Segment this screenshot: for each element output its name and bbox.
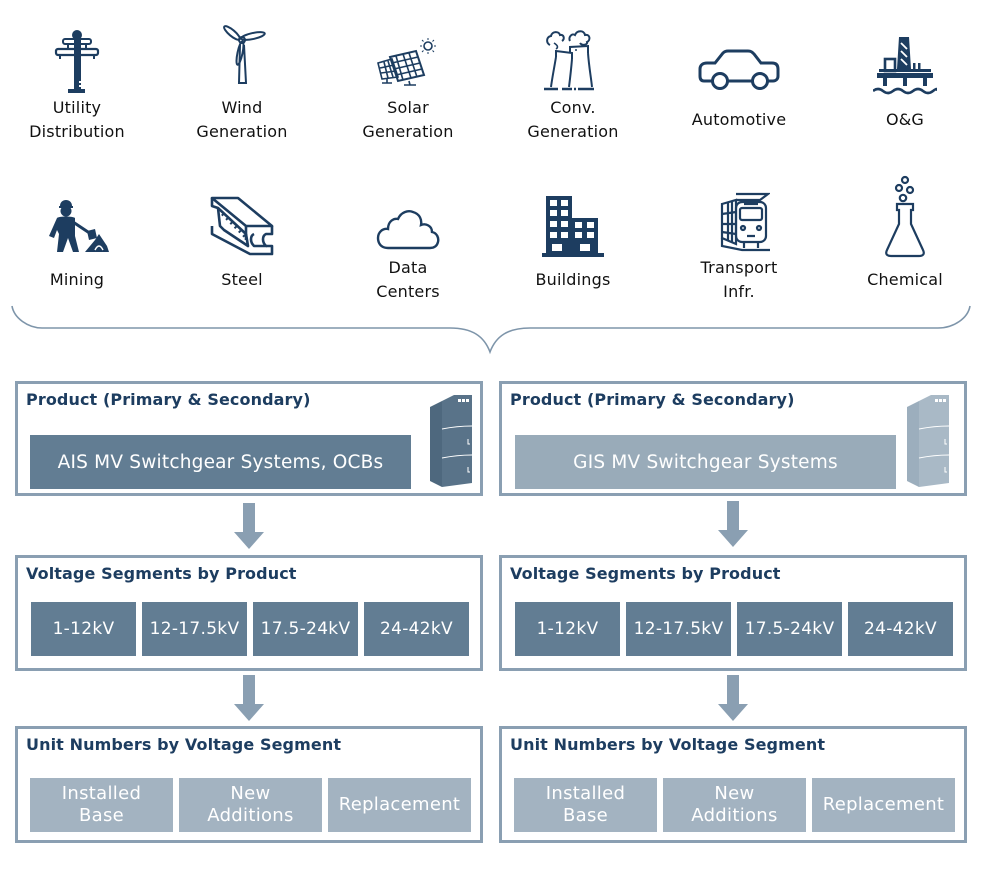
unit-category: Replacement	[812, 778, 955, 832]
industry-label: Utility Distribution	[29, 98, 125, 141]
industry-label: Transport Infr.	[700, 258, 778, 301]
industry-label: Steel	[221, 270, 263, 289]
voltage-segments: 1-12kV 12-17.5kV 17.5-24kV 24-42kV	[31, 602, 469, 656]
down-arrow-icon	[234, 503, 264, 549]
industry-label: Wind Generation	[196, 98, 288, 141]
down-arrow-icon	[234, 675, 264, 721]
industry-label: Buildings	[535, 270, 611, 289]
industry-label: Conv. Generation	[527, 98, 619, 141]
unit-category: Installed Base	[30, 778, 173, 832]
unit-category: New Additions	[179, 778, 322, 832]
utility-pole-icon	[7, 25, 147, 93]
voltage-panel-right: Voltage Segments by Product 1-12kV 12-17…	[499, 555, 967, 671]
industry-label: Data Centers	[376, 258, 440, 301]
voltage-segment: 24-42kV	[848, 602, 953, 656]
wind-turbine-icon	[172, 25, 312, 87]
panel-title: Product (Primary & Secondary)	[510, 390, 795, 409]
unit-category: Replacement	[328, 778, 471, 832]
voltage-segment: 17.5-24kV	[737, 602, 842, 656]
switchgear-cabinet-icon	[430, 395, 473, 487]
buildings-icon	[503, 190, 643, 258]
voltage-segment: 12-17.5kV	[626, 602, 731, 656]
voltage-segment: 1-12kV	[515, 602, 620, 656]
product-name-box: GIS MV Switchgear Systems	[515, 435, 896, 489]
down-arrow-icon	[718, 675, 748, 721]
unit-categories: Installed Base New Additions Replacement	[30, 778, 471, 832]
units-panel-right: Unit Numbers by Voltage Segment Installe…	[499, 726, 967, 843]
cloud-icon	[338, 190, 478, 250]
flask-icon	[835, 172, 975, 258]
product-name-box: AIS MV Switchgear Systems, OCBs	[30, 435, 411, 489]
industry-label: Chemical	[867, 270, 943, 289]
voltage-segment: 1-12kV	[31, 602, 136, 656]
voltage-panel-left: Voltage Segments by Product 1-12kV 12-17…	[15, 555, 483, 671]
oil-rig-icon	[835, 25, 975, 97]
steel-beam-icon	[172, 190, 312, 256]
unit-category: New Additions	[663, 778, 806, 832]
panel-title: Voltage Segments by Product	[26, 564, 297, 583]
train-icon	[669, 190, 809, 252]
voltage-segment: 17.5-24kV	[253, 602, 358, 656]
industry-label: Automotive	[691, 110, 787, 129]
cooling-tower-icon	[503, 25, 643, 91]
industry-label: O&G	[885, 110, 925, 129]
solar-panel-icon	[338, 25, 478, 87]
unit-categories: Installed Base New Additions Replacement	[514, 778, 955, 832]
miner-icon	[7, 190, 147, 252]
panel-title: Product (Primary & Secondary)	[26, 390, 311, 409]
units-panel-left: Unit Numbers by Voltage Segment Installe…	[15, 726, 483, 843]
voltage-segment: 24-42kV	[364, 602, 469, 656]
product-panel-right: Product (Primary & Secondary) GIS MV Swi…	[499, 381, 967, 496]
industry-label: Mining	[49, 270, 105, 289]
voltage-segment: 12-17.5kV	[142, 602, 247, 656]
panel-title: Voltage Segments by Product	[510, 564, 781, 583]
industry-label: Solar Generation	[362, 98, 454, 141]
panel-title: Unit Numbers by Voltage Segment	[26, 735, 342, 754]
down-arrow-icon	[718, 501, 748, 547]
car-icon	[669, 25, 809, 91]
grouping-brace	[11, 305, 971, 355]
voltage-segments: 1-12kV 12-17.5kV 17.5-24kV 24-42kV	[515, 602, 953, 656]
panel-title: Unit Numbers by Voltage Segment	[510, 735, 826, 754]
product-panel-left: Product (Primary & Secondary) AIS MV Swi…	[15, 381, 483, 496]
switchgear-cabinet-icon	[907, 395, 950, 487]
unit-category: Installed Base	[514, 778, 657, 832]
